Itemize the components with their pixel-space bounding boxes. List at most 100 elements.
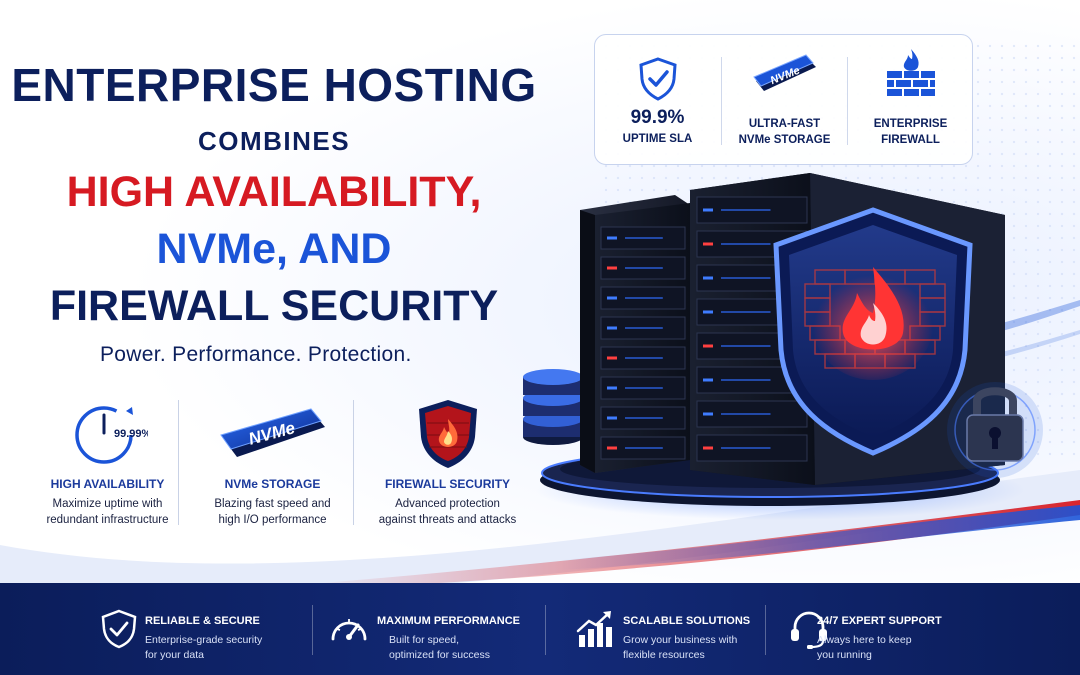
band-divider: [765, 605, 766, 655]
band-desc-line: Grow your business with: [623, 634, 738, 646]
feature-desc-line: against threats and attacks: [378, 514, 517, 527]
feature-desc-line: Advanced protection: [395, 498, 500, 510]
feature-title: FIREWALL SECURITY: [384, 477, 511, 491]
growth-chart-icon: [576, 611, 612, 647]
band-desc-line: flexible resources: [623, 649, 705, 662]
firewall-shield: [773, 207, 973, 456]
sla-value: 99.9%: [630, 107, 685, 128]
band-title: SCALABLE SOLUTIONS: [623, 615, 751, 627]
rack-led: [607, 386, 617, 390]
rack-bar: [721, 243, 771, 245]
speedometer-icon: [331, 619, 367, 641]
brick-firewall-icon: [886, 49, 935, 96]
rack-bar: [721, 209, 771, 211]
nvme-drive-icon: NVMe: [219, 408, 325, 457]
rack-led: [607, 236, 617, 240]
band-divider: [312, 605, 313, 655]
sla-label-line: NVMe STORAGE: [738, 133, 831, 146]
feature-high-availability: 99.99% HIGH AVAILABILITY Maximize uptime…: [20, 395, 195, 528]
feature-title: NVMe STORAGE: [224, 477, 321, 491]
rack-bar: [625, 357, 663, 359]
feature-divider: [178, 400, 179, 525]
rack-bar: [721, 277, 771, 279]
rack-bar: [625, 447, 663, 449]
rack-led: [703, 276, 713, 280]
rack-led: [607, 296, 617, 300]
band-desc-line: Always here to keep: [817, 634, 912, 646]
sla-divider: [721, 57, 722, 145]
features-row: 99.99% HIGH AVAILABILITY Maximize uptime…: [20, 395, 520, 535]
headset-icon: [791, 611, 827, 649]
server-rack-left: [580, 195, 690, 473]
headline: ENTERPRISE HOSTING COMBINES HIGH AVAILAB…: [0, 62, 548, 328]
rack-bar: [625, 327, 663, 329]
feature-desc: Blazing fast speed and high I/O performa…: [185, 496, 360, 528]
rack-led: [703, 208, 713, 212]
rack-bar: [625, 387, 663, 389]
uptime-clock-text: 99.99%: [114, 428, 148, 440]
headline-line-4: NVMe, AND: [156, 225, 392, 273]
band-desc-line: Built for speed,: [389, 634, 460, 646]
rack-bar: [721, 311, 771, 313]
band-title: 24/7 EXPERT SUPPORT: [817, 615, 942, 627]
headline-line-2: COMBINES: [197, 126, 351, 156]
nvme-chip-icon: NVMe: [752, 54, 816, 91]
feature-desc-line: redundant infrastructure: [46, 514, 169, 527]
firewall-shield-icon: [418, 400, 477, 468]
rack-bar: [721, 447, 771, 449]
rack-bar: [625, 267, 663, 269]
rack-bar: [721, 413, 771, 415]
rack-led: [607, 356, 617, 360]
rack-bar: [721, 379, 771, 381]
band-title: RELIABLE & SECURE: [145, 615, 260, 627]
feature-firewall-security: FIREWALL SECURITY Advanced protection ag…: [360, 395, 535, 528]
rack-led: [607, 266, 617, 270]
rack-led: [703, 378, 713, 382]
band-desc: Always here to keep you running: [817, 633, 912, 663]
band-desc: Enterprise-grade security for your data: [145, 633, 262, 663]
band-desc: Built for speed, optimized for success: [389, 633, 490, 663]
band-desc-line: optimized for success: [389, 649, 490, 662]
tagline: Power. Performance. Protection.: [100, 343, 412, 366]
sla-label-line: ULTRA-FAST: [748, 118, 821, 130]
band-desc-line: you running: [817, 649, 872, 662]
sla-label-line: ENTERPRISE: [873, 118, 948, 130]
feature-desc: Advanced protection against threats and …: [360, 496, 535, 528]
padlock: [947, 382, 1043, 478]
rack-bar: [625, 297, 663, 299]
band-divider: [545, 605, 546, 655]
sla-label-line: FIREWALL: [881, 133, 940, 146]
sla-label: ULTRA-FAST NVMe STORAGE: [722, 117, 847, 148]
band-desc: Grow your business with flexible resourc…: [623, 633, 737, 663]
feature-desc-line: Maximize uptime with: [52, 498, 163, 510]
sla-label: ENTERPRISE FIREWALL: [848, 117, 973, 148]
rack-led: [703, 446, 713, 450]
feature-divider: [353, 400, 354, 525]
feature-title: HIGH AVAILABILITY: [50, 477, 165, 491]
rack-led: [703, 412, 713, 416]
shield-check-icon: [101, 609, 137, 649]
band-desc-line: Enterprise-grade security: [145, 634, 263, 646]
headline-line-5: FIREWALL SECURITY: [49, 282, 499, 330]
rack-bar: [625, 417, 663, 419]
sla-item-firewall: ENTERPRISE FIREWALL: [848, 35, 973, 166]
sla-card: 99.9% UPTIME SLA NVMe ULTRA-FAST NVMe ST…: [594, 34, 973, 165]
feature-nvme-storage: NVMe NVMe STORAGE Blazing fast speed and…: [185, 395, 360, 528]
sla-label: UPTIME SLA: [595, 132, 720, 148]
rack-led: [607, 416, 617, 420]
rack-led: [607, 446, 617, 450]
rack-led: [703, 310, 713, 314]
rack-bar: [721, 345, 771, 347]
rack-led: [703, 242, 713, 246]
feature-desc-line: high I/O performance: [218, 514, 327, 527]
storage-stack: [523, 369, 583, 445]
rack-bar: [625, 237, 663, 239]
feature-desc-line: Blazing fast speed and: [214, 498, 331, 510]
sla-label-line: UPTIME SLA: [622, 133, 693, 145]
shield-check-icon: [638, 57, 677, 101]
sla-divider: [847, 57, 848, 145]
sla-item-uptime: 99.9% UPTIME SLA: [595, 35, 720, 166]
uptime-clock-icon: 99.99%: [74, 406, 148, 464]
sla-item-nvme: NVMe ULTRA-FAST NVMe STORAGE: [722, 35, 847, 166]
